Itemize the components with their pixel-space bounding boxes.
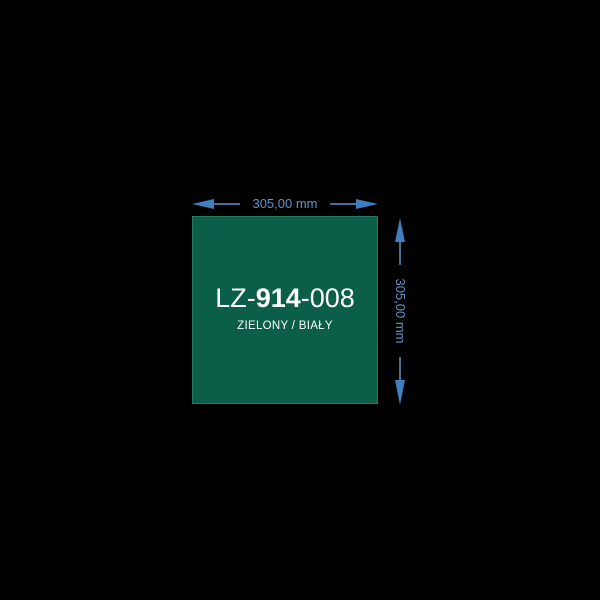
height-label: 305,00 mm [392,265,408,357]
code-bold: 914 [255,283,301,313]
width-label: 305,00 mm [240,196,330,212]
width-dimension: 305,00 mm [190,196,380,212]
height-dimension: 305,00 mm [392,216,408,406]
product-plate: LZ-914-008 ZIELONY / BIAŁY [192,216,378,404]
color-name: ZIELONY / BIAŁY [237,320,333,332]
code-suffix: -008 [300,283,355,313]
product-code: LZ-914-008 [193,283,377,314]
code-prefix: LZ- [215,283,256,313]
